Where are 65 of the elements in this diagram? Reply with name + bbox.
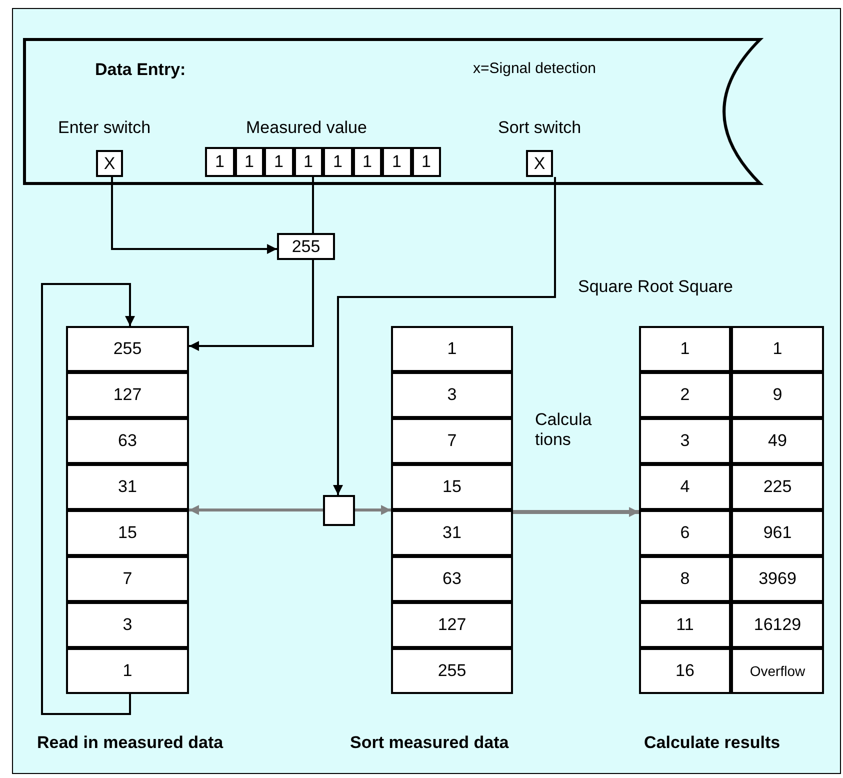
panel-heading: Data Entry: xyxy=(95,60,186,80)
field-label: Enter switch xyxy=(58,118,151,138)
table-cell: 127 xyxy=(391,602,513,648)
table-cell: 3 xyxy=(66,602,189,648)
table-cell: 31 xyxy=(66,464,189,510)
table-cell: 16 xyxy=(639,648,731,694)
bit-cell: 1 xyxy=(323,147,352,177)
table-cell: 6 xyxy=(639,510,731,556)
note-text: x=Signal detection xyxy=(473,60,596,77)
table-cell: 49 xyxy=(731,418,824,464)
table-frame xyxy=(639,326,824,694)
arrow xyxy=(189,505,323,515)
arrow xyxy=(355,505,391,515)
table-cell: 3969 xyxy=(731,556,824,602)
arrow xyxy=(513,507,639,517)
arrow xyxy=(41,283,135,715)
table-cell: 1 xyxy=(639,326,731,372)
table-cell: Overflow xyxy=(731,648,824,694)
table-cell: 1 xyxy=(66,648,189,694)
table-cell: 3 xyxy=(639,418,731,464)
table-cell: 961 xyxy=(731,510,824,556)
switch-box: X xyxy=(526,150,553,177)
table-cell: 63 xyxy=(66,418,189,464)
column-caption: Read in measured data xyxy=(37,733,224,753)
table-cell: 11 xyxy=(639,602,731,648)
bit-cell: 1 xyxy=(294,147,323,177)
table-cell: 255 xyxy=(391,648,513,694)
arrow xyxy=(189,260,314,351)
table-cell: 1 xyxy=(391,326,513,372)
column-caption: Sort measured data xyxy=(350,733,509,753)
column-header: Square Root Square xyxy=(578,277,733,297)
connector-line xyxy=(312,177,314,233)
table-cell: 16129 xyxy=(731,602,824,648)
table-cell: 127 xyxy=(66,372,189,418)
field-label: Sort switch xyxy=(498,118,582,138)
bit-cell: 1 xyxy=(234,147,264,177)
bit-cell: 1 xyxy=(412,147,441,177)
switch-box: X xyxy=(96,150,123,177)
column-caption: Calculate results xyxy=(644,733,780,753)
bit-cell: 1 xyxy=(264,147,294,177)
bit-cell: 1 xyxy=(382,147,412,177)
table-frame xyxy=(66,326,189,694)
table-cell: 8 xyxy=(639,556,731,602)
value-box: 255 xyxy=(277,233,335,260)
bit-cell: 1 xyxy=(205,147,234,177)
table-cell: 7 xyxy=(66,556,189,602)
table-cell: 3 xyxy=(391,372,513,418)
table-frame xyxy=(391,326,513,694)
table-cell: 225 xyxy=(731,464,824,510)
table-cell: 15 xyxy=(391,464,513,510)
register-frame xyxy=(205,147,441,177)
table-cell: 63 xyxy=(391,556,513,602)
table-cell: 7 xyxy=(391,418,513,464)
table-cell: 255 xyxy=(66,326,189,372)
arrow xyxy=(111,177,277,254)
arrow xyxy=(333,177,556,495)
table-cell: 15 xyxy=(66,510,189,556)
field-label: Measured value xyxy=(246,118,367,138)
table-cell: 2 xyxy=(639,372,731,418)
table-cell: 31 xyxy=(391,510,513,556)
bit-cell: 1 xyxy=(352,147,382,177)
table-cell: 9 xyxy=(731,372,824,418)
table-cell: 4 xyxy=(639,464,731,510)
table-cell: 1 xyxy=(731,326,824,372)
junction-box xyxy=(323,495,355,526)
